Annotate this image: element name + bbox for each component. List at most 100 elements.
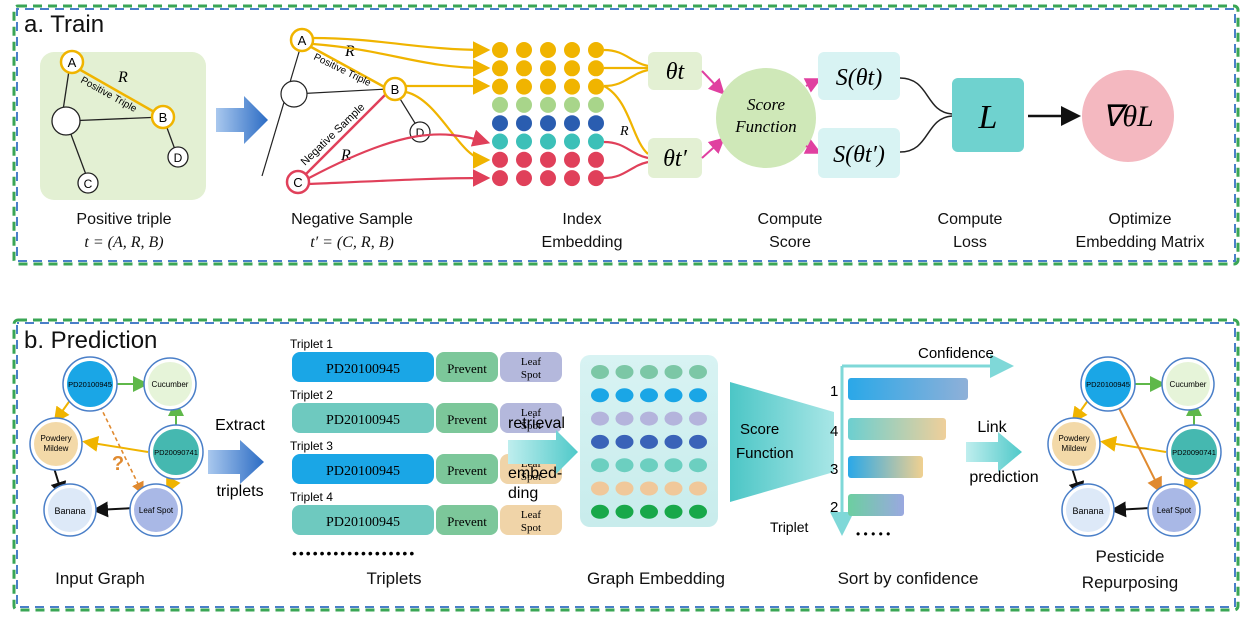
svg-text:Leaf Spot: Leaf Spot	[1157, 506, 1192, 515]
retrieval-arrow	[508, 430, 578, 474]
svg-text:3: 3	[830, 461, 838, 478]
triplet-tail	[500, 505, 562, 535]
graph-embed-dot	[640, 481, 658, 496]
rank-bar-4	[848, 418, 946, 440]
svg-text:Embedding: Embedding	[542, 234, 623, 251]
embed-dot	[516, 60, 532, 77]
svg-text:Positive Triple: Positive Triple	[312, 52, 373, 89]
neg-node-a	[289, 27, 315, 53]
extract-label: Extract	[215, 417, 265, 434]
graph-embed-dot	[664, 504, 683, 519]
embed-dot	[540, 151, 556, 168]
svg-text:?: ?	[112, 453, 124, 475]
graph-embed-dot	[640, 365, 658, 379]
graph-embed-dot	[689, 504, 707, 519]
train-captions: Positive triple t = (A, R, B) Negative S…	[76, 211, 1204, 251]
graph-embed-dot	[689, 388, 707, 403]
triplet-axis-label: Triplet	[770, 519, 808, 535]
graph-embed-dot	[664, 411, 683, 426]
embed-dot	[540, 115, 556, 132]
graph-embed-dot	[591, 458, 609, 473]
neg-node-c	[285, 169, 311, 195]
svg-text:Compute: Compute	[758, 211, 823, 228]
svg-text:Input Graph: Input Graph	[55, 569, 145, 588]
embed-dot	[564, 60, 580, 77]
embed-dot	[588, 78, 604, 95]
svg-text:B: B	[159, 110, 168, 125]
svg-text:• • • • •: • • • • •	[856, 527, 890, 541]
svg-text:Leaf Spot: Leaf Spot	[139, 506, 174, 515]
positive-triple-graph: A B D C R Positive Triple	[40, 49, 206, 200]
neg-node-b	[382, 76, 408, 102]
graph-embed-dot	[615, 365, 634, 379]
score-function-trapezoid	[730, 382, 834, 502]
embed-dot	[564, 78, 580, 95]
loss-box	[952, 78, 1024, 152]
svg-text:A: A	[298, 33, 307, 48]
embed-dot	[516, 133, 532, 150]
graph-embed-dot	[664, 365, 683, 379]
embed-dot	[516, 42, 532, 58]
svg-text:B: B	[391, 82, 400, 97]
triplet-head	[292, 454, 434, 484]
train-title: a. Train	[24, 11, 104, 38]
svg-text:4: 4	[830, 423, 838, 440]
graph-embed-dot	[615, 411, 634, 426]
svg-text:D: D	[174, 151, 183, 165]
svg-text:R: R	[117, 69, 128, 86]
graph-embed-dot	[591, 504, 609, 519]
embed-dot	[540, 42, 556, 58]
triplet-relation	[436, 505, 498, 535]
svg-text:Graph Embedding: Graph Embedding	[587, 569, 725, 588]
embed-dot	[588, 42, 604, 58]
svg-text:ding: ding	[508, 485, 538, 502]
embed-dot	[492, 170, 508, 187]
theta-tp: θt′	[663, 146, 687, 172]
triplet-head	[292, 505, 434, 535]
graph-embed-dot	[640, 411, 658, 426]
svg-text:Score: Score	[740, 421, 779, 438]
embed-dot	[588, 133, 604, 150]
graph-embed-dot	[640, 388, 658, 403]
embed-dot	[516, 96, 532, 113]
node-b	[150, 104, 176, 130]
negative-sample-graph: A B D C R Positive Triple Negative Sampl…	[261, 27, 431, 195]
triplet-relation-text: Prevent	[447, 463, 487, 478]
svg-text:Score: Score	[747, 95, 786, 114]
embed-dot	[588, 170, 604, 187]
graph-embed-dot	[615, 434, 634, 449]
score-tp: S(θt′)	[833, 142, 885, 168]
extract-arrow	[208, 440, 264, 484]
svg-text:PD20100945: PD20100945	[68, 380, 112, 389]
embed-dot	[540, 170, 556, 187]
svg-text:A: A	[68, 55, 77, 70]
svg-text:Function: Function	[734, 117, 796, 136]
confidence-ranking: Confidence Triplet 1 4 3 2 • • • • •	[770, 345, 1014, 541]
triplet-tail-text: Spot	[521, 369, 541, 381]
score-t-box	[818, 52, 900, 100]
embed-dot	[588, 96, 604, 113]
arrow-to-negative	[216, 96, 268, 144]
svg-text:Powdery: Powdery	[40, 434, 71, 443]
svg-text:Sort by confidence: Sort by confidence	[838, 569, 979, 588]
graph-embed-dot	[689, 434, 707, 449]
graph-embed-dot	[615, 458, 634, 473]
svg-text:Loss: Loss	[953, 234, 987, 251]
embed-dot	[516, 78, 532, 95]
train-panel-border	[12, 4, 1240, 266]
svg-text:Positive triple: Positive triple	[76, 211, 171, 228]
embed-dot	[564, 151, 580, 168]
node-a	[59, 49, 85, 75]
triplet-relation-text: Prevent	[447, 514, 487, 529]
confidence-axis-label: Confidence	[918, 345, 994, 362]
embed-dot	[564, 42, 580, 58]
svg-text:Compute: Compute	[938, 211, 1003, 228]
triplet-tail-text: Leaf	[521, 356, 541, 368]
svg-text:PD20090741: PD20090741	[154, 448, 198, 457]
theta-t: θt	[666, 59, 686, 85]
triplet-tail-text: Leaf	[521, 407, 541, 419]
svg-text:Triplets: Triplets	[366, 569, 421, 588]
embed-dot	[540, 96, 556, 113]
graph-embedding-matrix	[591, 365, 707, 519]
